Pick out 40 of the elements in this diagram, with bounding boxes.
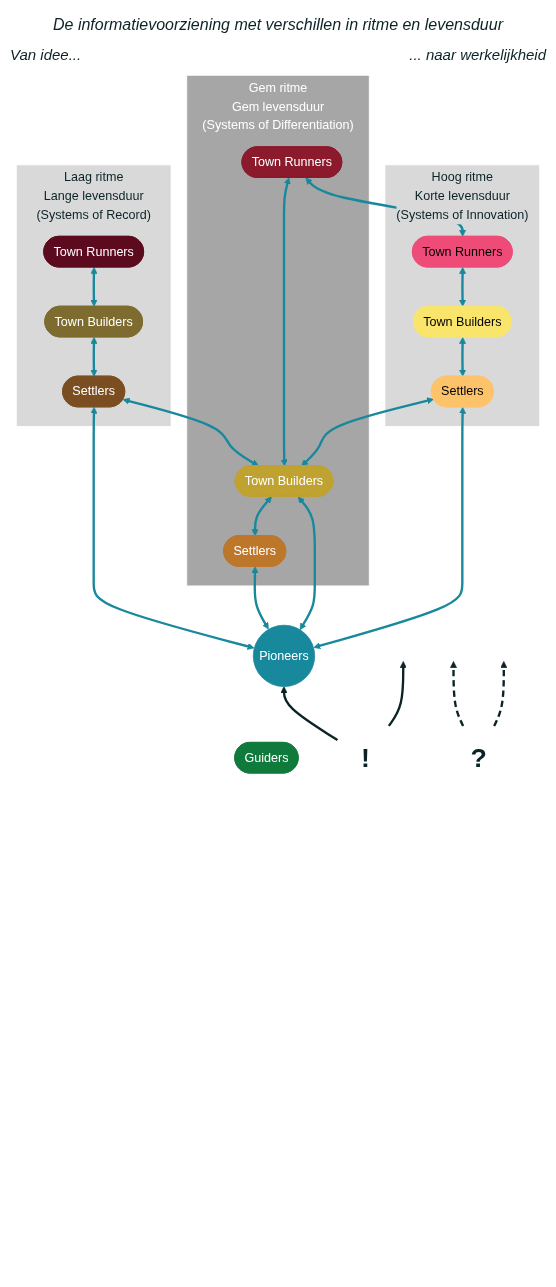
arrow <box>387 661 407 727</box>
arrow <box>90 336 98 377</box>
arrow <box>493 661 508 727</box>
node-label: Gem levensduur <box>231 99 325 113</box>
node-label: (Systems of Differentiation) <box>202 118 354 132</box>
node-label: Gem ritme <box>248 80 308 95</box>
role-ellipse: Settlers <box>62 375 126 408</box>
diagram-title: De informatievoorziening met verschillen in ritme en levensduur <box>53 16 503 34</box>
role-ellipse: Town Runners <box>412 235 513 268</box>
arrow <box>122 397 259 467</box>
node-label: Korte levensduur <box>414 189 510 203</box>
role-ellipse: Town Builders <box>234 465 334 497</box>
node-label: Laag ritme <box>63 170 124 184</box>
role-ellipse: Town Runners <box>241 146 343 178</box>
role-ellipse: Town Runners <box>43 235 144 268</box>
note-text: ... naar werkelijkheid <box>409 46 546 63</box>
note-text: Van idee... <box>10 46 82 63</box>
arrow <box>251 496 272 537</box>
arrow <box>459 267 467 307</box>
role-ellipse: Guiders <box>234 742 299 774</box>
arrow <box>251 566 269 630</box>
arrow <box>301 397 434 467</box>
arrow <box>313 406 467 650</box>
role-ellipse: Town Builders <box>44 305 143 338</box>
role-ellipse: Settlers <box>430 375 494 408</box>
node-label: Hoog ritme <box>431 170 494 184</box>
arrow <box>90 406 255 650</box>
role-ellipse: Town Builders <box>413 305 512 338</box>
arrow <box>297 496 316 631</box>
arrow <box>450 661 465 727</box>
symbol-text: ? <box>470 742 487 773</box>
arrow <box>280 686 339 741</box>
arrow <box>280 177 291 467</box>
symbol-text: ! <box>361 742 370 773</box>
arrow <box>459 336 467 377</box>
arrow <box>90 267 98 307</box>
role-circle: Pioneers <box>252 624 316 687</box>
node-label: (Systems of Record) <box>36 208 151 222</box>
node-label: (Systems of Innovation) <box>396 208 529 222</box>
node-label: Lange levensduur <box>43 189 144 203</box>
